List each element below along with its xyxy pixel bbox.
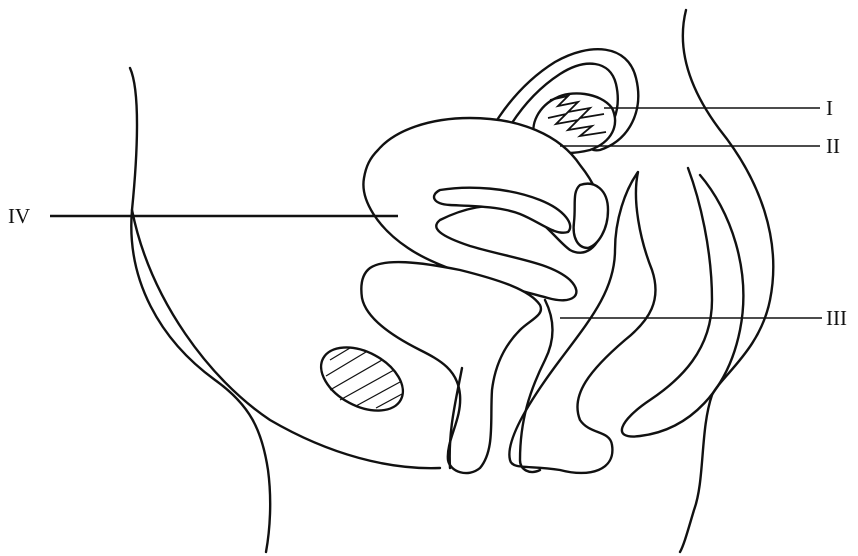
posterior-body-outline: [678, 8, 775, 554]
uterus: [362, 116, 604, 302]
label-II: II: [826, 134, 840, 158]
bladder: [360, 260, 543, 475]
pubic-hatching: [325, 347, 403, 409]
label-III: III: [826, 306, 847, 330]
ovary-zigzag-lower: [547, 112, 607, 138]
peritoneal-outline: [130, 208, 442, 470]
urethra: [448, 366, 464, 470]
pubic-symphysis: [319, 346, 405, 412]
cervix: [572, 182, 610, 250]
sacral-loop-outer: [620, 166, 745, 438]
anterior-body-outline: [128, 66, 272, 554]
rectum-outline: [508, 170, 657, 475]
vaginal-canal-outline: [518, 298, 554, 474]
ovary-zigzag-upper: [549, 94, 605, 120]
label-IV: IV: [8, 204, 30, 228]
label-I: I: [826, 96, 833, 120]
uterine-cavity: [432, 186, 572, 234]
